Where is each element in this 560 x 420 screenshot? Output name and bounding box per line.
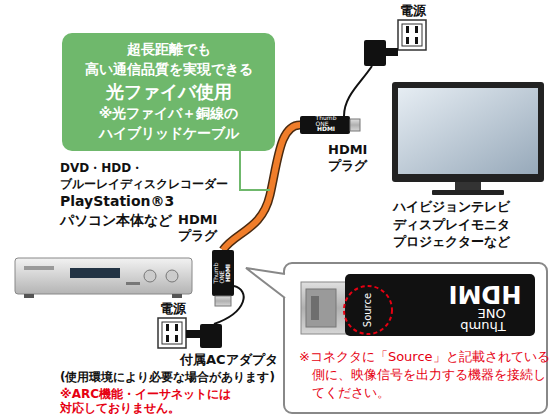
recorder-foot <box>172 294 182 298</box>
adapter-label: 付属ACアダプタ <box>180 352 278 368</box>
recorder-knob <box>144 270 156 282</box>
outlet-slot <box>166 335 169 342</box>
power-outlet <box>398 20 426 50</box>
adapter-note: (使用環境により必要な場合があります) <box>60 370 275 385</box>
recorder-knob <box>166 270 178 282</box>
connector-body: Source HDMIThumb ONE <box>345 274 535 336</box>
outlet-slot <box>415 37 418 44</box>
highlight-circle <box>344 286 392 334</box>
recorder-body <box>15 258 192 294</box>
note-heading: 光ファイバ使用 <box>70 79 267 104</box>
power-outlet <box>158 318 186 348</box>
tv-screen <box>398 88 538 174</box>
fiber-note-box: 超長距離でも 高い通信品質を実現できる光ファイバ使用※光ファイバ＋銅線の ハイブ… <box>62 33 275 151</box>
hdmi-logo: HDMI <box>449 282 522 306</box>
outlet-slot <box>166 324 169 331</box>
power-label: 電源 <box>400 3 426 19</box>
tv-frame <box>392 82 544 182</box>
tv-stand <box>455 182 481 190</box>
outlet-plate <box>402 24 422 46</box>
brand-text: Thumb ONE <box>460 307 505 333</box>
adapter-prong <box>386 48 398 56</box>
adapter-prong <box>186 330 200 338</box>
plug-logo: HDMI <box>317 126 335 132</box>
outlet-plate <box>162 322 182 344</box>
ac-adapter <box>200 324 222 348</box>
device-label: ハイビジョンテレビ ディスプレイモニタ プロジェクターなど <box>393 198 510 251</box>
plug-tip <box>350 119 360 131</box>
outlet-slot <box>175 324 178 331</box>
hdmi-plug <box>212 250 234 296</box>
recorder-display <box>70 268 120 278</box>
note-text: ※光ファイバ＋銅線の ハイブリッドケーブル <box>70 104 267 143</box>
plug-tip <box>215 296 231 306</box>
leader-line <box>240 151 270 190</box>
outlet-slot <box>406 37 409 44</box>
plug-label: HDMI プラグ <box>178 212 217 245</box>
connector-metal <box>301 282 347 334</box>
plug-logo: HDMI <box>225 264 231 282</box>
callout-note: ※コネクタに「Source」と記載されている側に、映像信号を出力する機器を接続し… <box>299 348 550 403</box>
tv-base <box>432 190 504 195</box>
disc-tray <box>24 266 54 270</box>
warning-note: ※ARC機能・イーサネットには 対応しておりません。 <box>60 388 231 416</box>
connector-pins <box>311 296 319 320</box>
power-cord <box>214 286 244 324</box>
callout-pointer <box>246 268 285 298</box>
plug-label: HDMI プラグ <box>328 142 367 175</box>
plug-brand: Thumb ONE <box>213 263 225 284</box>
source-mark: Source <box>363 293 373 327</box>
power-label: 電源 <box>160 301 186 317</box>
note-text: 超長距離でも 高い通信品質を実現できる <box>70 40 267 79</box>
hdmi-plug <box>300 116 350 134</box>
connector-callout: ※コネクタに「Source」と記載されている側に、映像信号を出力する機器を接続し… <box>283 262 548 414</box>
outlet-slot <box>415 26 418 33</box>
recorder-button <box>126 282 140 285</box>
power-cord <box>344 66 372 116</box>
ac-adapter <box>364 40 386 66</box>
outlet-slot <box>175 335 178 342</box>
connector-opening <box>306 289 336 327</box>
outlet-slot <box>406 26 409 33</box>
recorder-foot <box>24 294 34 298</box>
